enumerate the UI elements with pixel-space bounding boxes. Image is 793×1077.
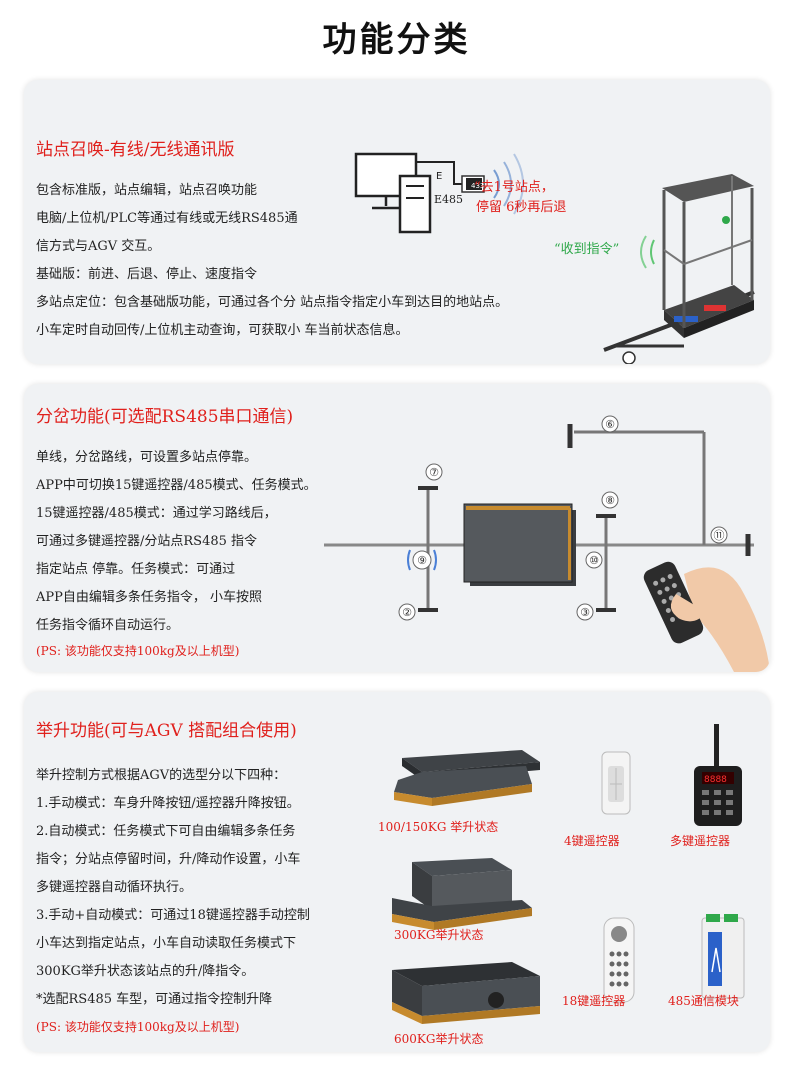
remote-illustrations: 8888 — [601, 724, 745, 1003]
text-line: 指定站点 停靠。任务模式：可通过 — [36, 562, 236, 577]
remote-18-key-icon — [603, 917, 635, 1003]
remote-multi-key-icon: 8888 — [694, 724, 742, 826]
caption-remote-multi: 多键遥控器 — [670, 834, 731, 848]
lift-agv-100-150 — [394, 750, 540, 806]
rs485-module-icon — [701, 914, 745, 999]
wireless-call-illustration: 433 — [354, 152, 755, 364]
station-label: ③ — [580, 606, 590, 619]
lift-agv-600 — [392, 962, 540, 1024]
text-line: 多键遥控器自动循环执行。 — [36, 880, 193, 895]
section-title-station-call: 站点召唤-有线/无线通讯版 — [36, 140, 235, 160]
lift-description: 举升控制方式根据AGV的选型分以下四种： 1.手动模式：车身升降按钮/遥控器升降… — [36, 762, 310, 1014]
station-label: ⑥ — [605, 418, 615, 431]
module-label-bottom: E485 — [434, 193, 464, 206]
branch-note: (PS: 该功能仅支持100kg及以上机型) — [36, 644, 240, 658]
caption-remote-4: 4键遥控器 — [564, 834, 620, 848]
branch-function-card: 分岔功能(可选配RS485串口通信) 单线，分岔路线，可设置多站点停靠。 APP… — [24, 384, 770, 672]
text-line: 单线，分岔路线，可设置多站点停靠。 — [36, 450, 258, 465]
branch-track-diagram: ⑥ ⑦ ⑧ ⑨ ⑩ ⑪ ② ③ ⑤ — [324, 415, 770, 672]
command-callout-line2: 停留 6秒再后退 — [476, 200, 567, 215]
page-title: 功能分类 — [322, 20, 471, 60]
command-callout-line1: “去1号站点， — [474, 180, 554, 195]
text-line: 多站点定位：包含基础版功能，可通过各个分 站点指令指定小车到达目的地站点。 — [36, 295, 509, 310]
lift-note: (PS: 该功能仅支持100kg及以上机型) — [36, 1020, 240, 1034]
text-line: APP中可切换15键遥控器/485模式、任务模式。 — [36, 478, 317, 493]
text-line: 1.手动模式：车身升降按钮/遥控器升降按钮。 — [36, 796, 300, 811]
remote-4-key-icon — [601, 751, 631, 815]
station-label: ⑪ — [714, 529, 725, 542]
text-line: 任务指令循环自动运行。 — [36, 618, 180, 633]
text-line: 可通过多键遥控器/分站点RS485 指令 — [36, 534, 258, 549]
lift-agv-illustrations — [392, 750, 540, 1024]
text-line: 小车达到指定站点，小车自动读取任务模式下 — [36, 936, 297, 951]
caption-remote-18: 18键遥控器 — [562, 994, 626, 1008]
caption-lift-100-150: 100/150KG 举升状态 — [378, 820, 499, 834]
lift-agv-300 — [392, 858, 532, 930]
station-call-description: 包含标准版，站点编辑，站点召唤功能 电脑/上位机/PLC等通过有线或无线RS48… — [36, 177, 508, 345]
station-call-card: 站点召唤-有线/无线通讯版 包含标准版，站点编辑，站点召唤功能 电脑/上位机/P… — [24, 80, 770, 364]
text-line: 信方式与AGV 交互。 — [36, 239, 161, 254]
text-line: 基础版：前进、后退、停止、速度指令 — [36, 267, 258, 282]
agv-top-view — [463, 503, 576, 586]
station-label: ⑨ — [417, 554, 427, 567]
agv-vehicle — [662, 174, 754, 338]
text-line: 包含标准版，站点编辑，站点召唤功能 — [36, 183, 258, 198]
station-label: ⑩ — [589, 554, 599, 567]
station-label: ② — [402, 606, 412, 619]
section-title-branch: 分岔功能(可选配RS485串口通信) — [36, 407, 294, 427]
station-label: ⑧ — [605, 494, 615, 507]
caption-module-485: 485通信模块 — [668, 994, 739, 1008]
caption-lift-600: 600KG举升状态 — [394, 1032, 484, 1046]
text-line: 3.手动+自动模式：可通过18键遥控器手动控制 — [36, 908, 310, 923]
ack-callout: “收到指令” — [554, 242, 620, 257]
module-label-left: E — [436, 171, 443, 182]
text-line: *选配RS485 车型，可通过指令控制升降 — [36, 992, 273, 1007]
branch-description: 单线，分岔路线，可设置多站点停靠。 APP中可切换15键遥控器/485模式、任务… — [36, 444, 317, 640]
pc-tower-icon — [398, 174, 432, 234]
remote-display: 8888 — [704, 775, 727, 785]
text-line: APP自由编辑多条任务指令， 小车按照 — [36, 590, 263, 605]
text-line: 15键遥控器/485模式：通过学习路线后， — [36, 506, 277, 521]
text-line: 小车定时自动回传/上位机主动查询，可获取小 车当前状态信息。 — [36, 323, 409, 338]
lift-function-card: 举升功能(可与AGV 搭配组合使用) 举升控制方式根据AGV的选型分以下四种： … — [24, 692, 770, 1052]
module-label: 433 — [471, 182, 484, 190]
caption-lift-300: 300KG举升状态 — [394, 928, 484, 942]
text-line: 电脑/上位机/PLC等通过有线或无线RS485通 — [36, 211, 298, 226]
text-line: 指令；分站点停留时间，升/降动作设置，小车 — [36, 852, 301, 867]
text-line: 2.自动模式：任务模式下可自由编辑多条任务 — [36, 824, 296, 839]
section-title-lift: 举升功能(可与AGV 搭配组合使用) — [36, 721, 297, 741]
text-line: 举升控制方式根据AGV的选型分以下四种： — [36, 768, 287, 783]
station-label: ⑦ — [429, 466, 439, 479]
station-marker — [622, 351, 636, 364]
hand-remote-icon — [643, 561, 770, 672]
text-line: 300KG举升状态该站点的升/降指令。 — [36, 964, 255, 979]
